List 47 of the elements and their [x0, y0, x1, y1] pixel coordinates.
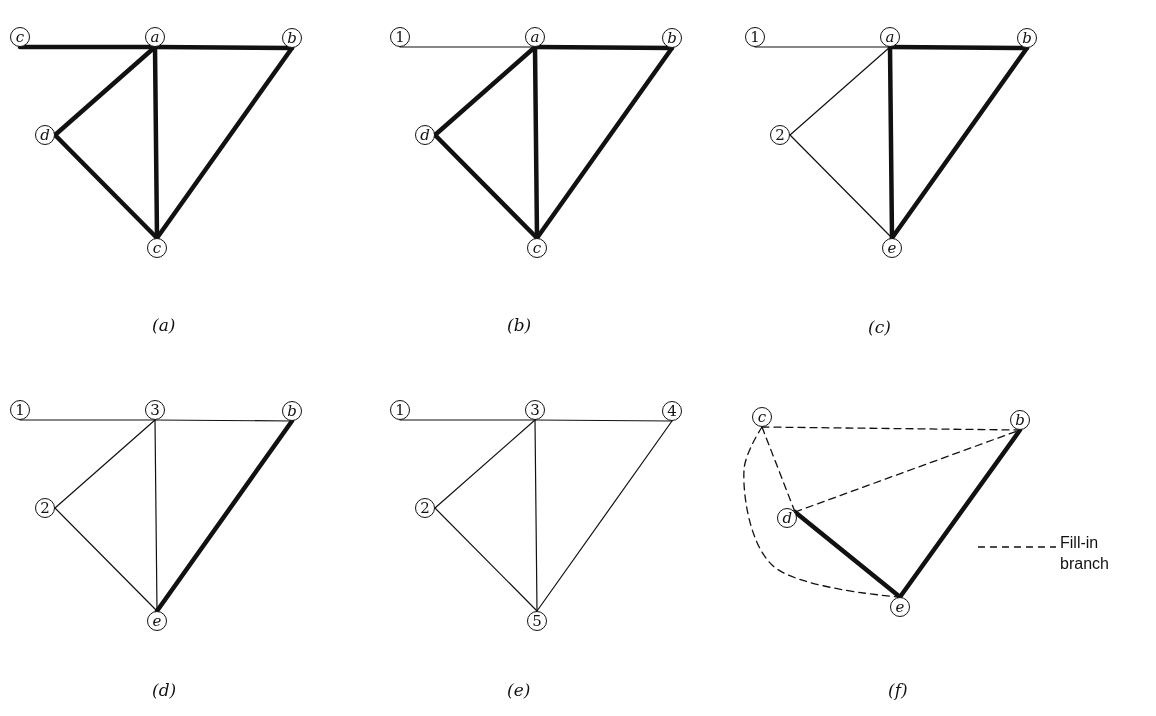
vertex-label: b: [1017, 28, 1037, 48]
vertex-label: e: [147, 611, 167, 631]
vertex-label: 1: [390, 400, 410, 420]
panel-caption: (c): [868, 317, 891, 337]
vertex-label: 1: [10, 400, 30, 420]
branch-line: [54, 419, 156, 509]
vertex-label: 4: [662, 401, 682, 421]
vertex-label: 2: [770, 125, 790, 145]
vertex-label: c: [527, 238, 547, 258]
vertex-label: c: [10, 27, 30, 47]
vertex-label: a: [880, 27, 900, 47]
vertex-label: a: [145, 27, 165, 47]
panel-caption: (d): [152, 680, 177, 700]
panel-caption: (f): [888, 680, 908, 700]
vertex-label: 3: [145, 400, 165, 420]
vertex-label: 1: [745, 27, 765, 47]
branch-line: [534, 419, 538, 612]
vertex-label: b: [662, 28, 682, 48]
vertex-label: d: [777, 508, 798, 529]
vertex-label: b: [282, 28, 302, 48]
legend-text: Fill-in branch: [1060, 533, 1110, 574]
branch-line: [54, 507, 158, 612]
vertex-label: 2: [415, 498, 435, 518]
vertex-label: c: [147, 238, 167, 258]
vertex-label: d: [35, 125, 55, 145]
branch-line: [897, 427, 1023, 600]
branch-line: [789, 134, 893, 239]
vertex-label: 3: [525, 400, 545, 420]
vertex-label: 5: [527, 611, 547, 631]
branch-line: [789, 46, 891, 136]
vertex-label: d: [415, 125, 435, 145]
panel-caption: (b): [507, 315, 532, 335]
panel-caption: (e): [507, 680, 531, 700]
dashed-branch-line: [761, 426, 796, 513]
panel-caption: (a): [152, 315, 176, 335]
branch-line: [434, 419, 536, 509]
vertex-label: a: [525, 27, 545, 47]
vertex-label: e: [890, 597, 910, 617]
vertex-label: 2: [35, 498, 55, 518]
branch-line: [434, 507, 538, 612]
branch-line: [154, 418, 295, 614]
vertex-label: b: [282, 401, 302, 421]
vertex-label: c: [752, 407, 772, 427]
vertex-label: e: [882, 238, 902, 258]
vertex-label: b: [1010, 410, 1030, 430]
vertex-label: 1: [390, 27, 410, 47]
branch-line: [536, 420, 673, 612]
